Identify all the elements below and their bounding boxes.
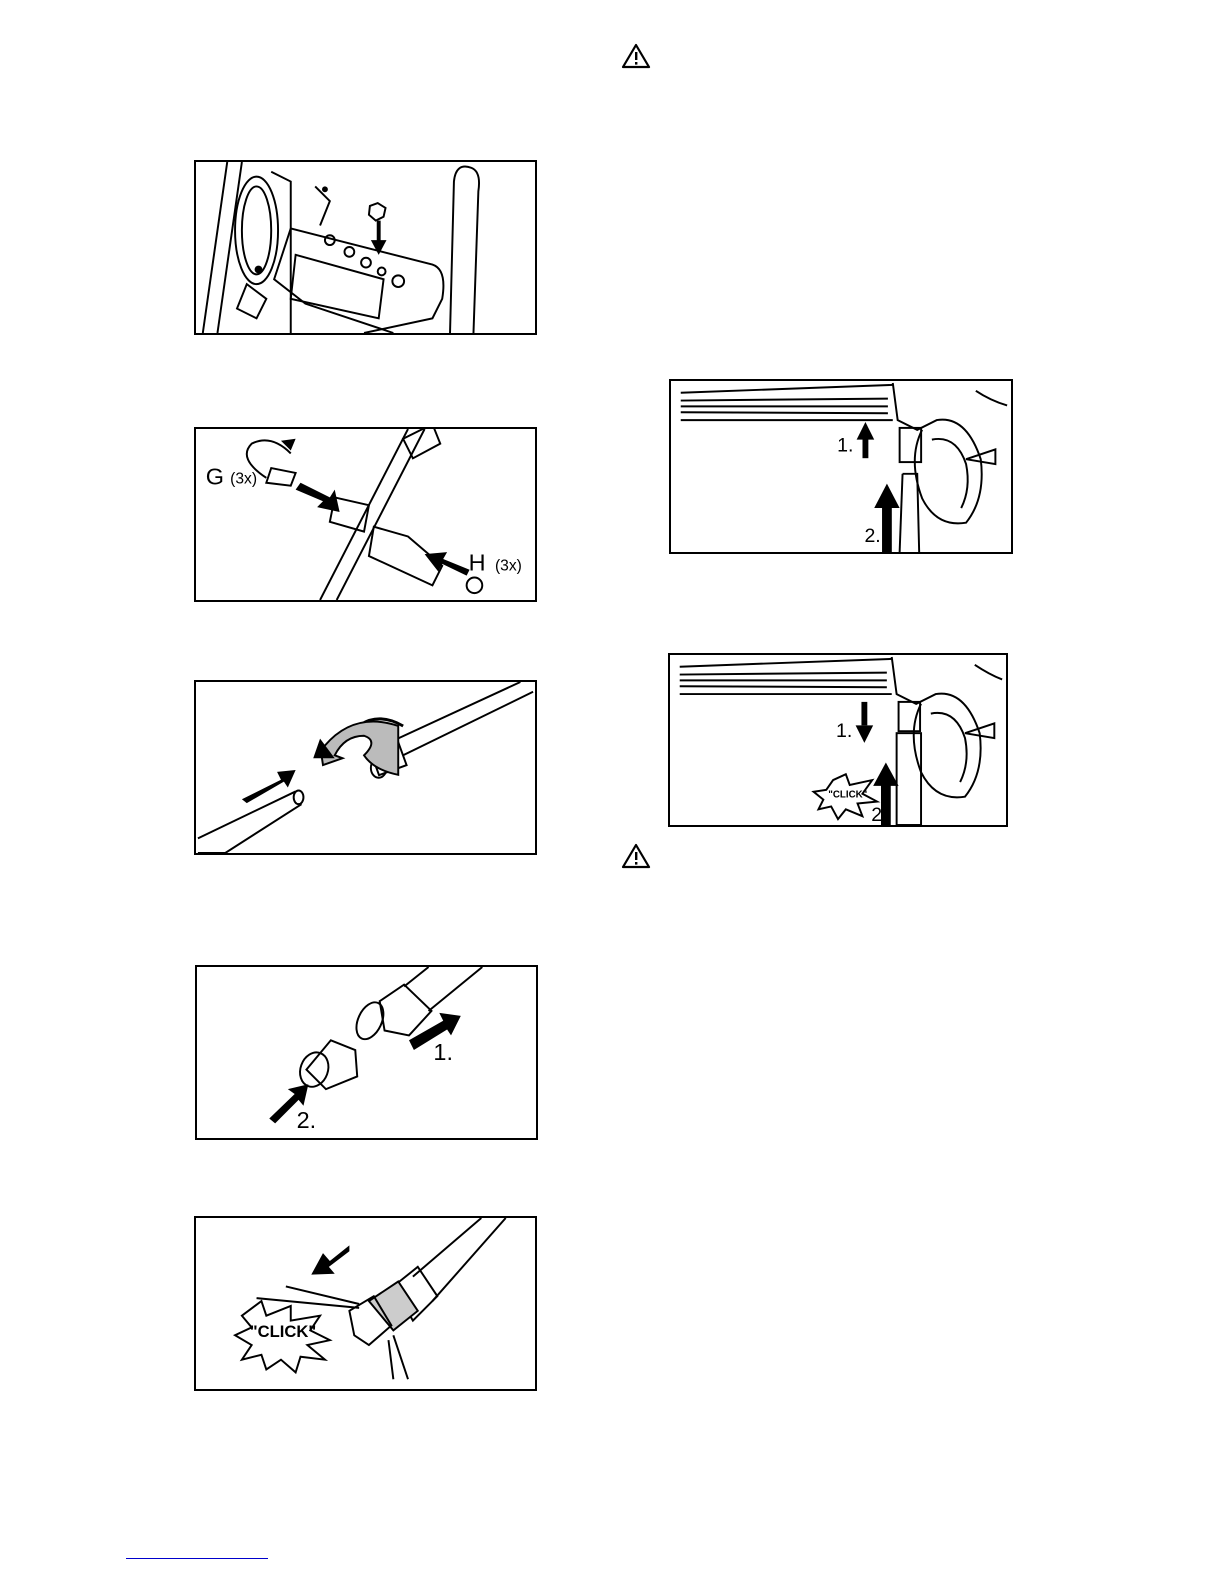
warning-triangle-icon xyxy=(621,43,651,69)
nozzle-g-count: (3x) xyxy=(230,471,257,488)
gun-hose-illustration: 1. 2. xyxy=(671,381,1011,552)
warning-triangle-icon xyxy=(621,843,651,869)
hose-coupling-illustration: 1. 2. xyxy=(197,967,536,1138)
figure-coupling-click: "CLICK" xyxy=(194,1216,537,1391)
lance-connection-illustration xyxy=(196,682,535,853)
nozzle-h-letter: H xyxy=(469,550,486,576)
figure-lance-connection xyxy=(194,680,537,855)
gun-hose-click-illustration: 1. 2. "CLICK" xyxy=(670,655,1006,825)
click-sound-label: "CLICK" xyxy=(250,1322,316,1341)
gun-click-step-1-label: 1. xyxy=(836,720,852,742)
figure-nozzle-storage xyxy=(194,160,537,335)
nozzle-h-count: (3x) xyxy=(495,558,522,575)
coupling-click-illustration: "CLICK" xyxy=(196,1218,535,1389)
coupling-step-2-label: 2. xyxy=(297,1107,317,1133)
figure-gun-hose-steps: 1. 2. xyxy=(669,379,1013,554)
nozzle-holder-illustration: G (3x) H (3x) xyxy=(196,429,535,600)
nozzle-g-letter: G xyxy=(206,464,224,490)
footnote-separator-line xyxy=(126,1558,268,1559)
figure-nozzle-holder: G (3x) H (3x) xyxy=(194,427,537,602)
washer-body-illustration xyxy=(196,162,535,333)
coupling-step-1-label: 1. xyxy=(433,1039,453,1065)
figure-gun-hose-click: 1. 2. "CLICK" xyxy=(668,653,1008,827)
gun-step-2-label: 2. xyxy=(864,525,880,547)
figure-hose-coupling-steps: 1. 2. xyxy=(195,965,538,1140)
gun-click-step-2-label: 2. xyxy=(871,804,887,825)
gun-step-1-label: 1. xyxy=(837,434,853,456)
gun-click-sound-label: "CLICK" xyxy=(828,790,867,801)
